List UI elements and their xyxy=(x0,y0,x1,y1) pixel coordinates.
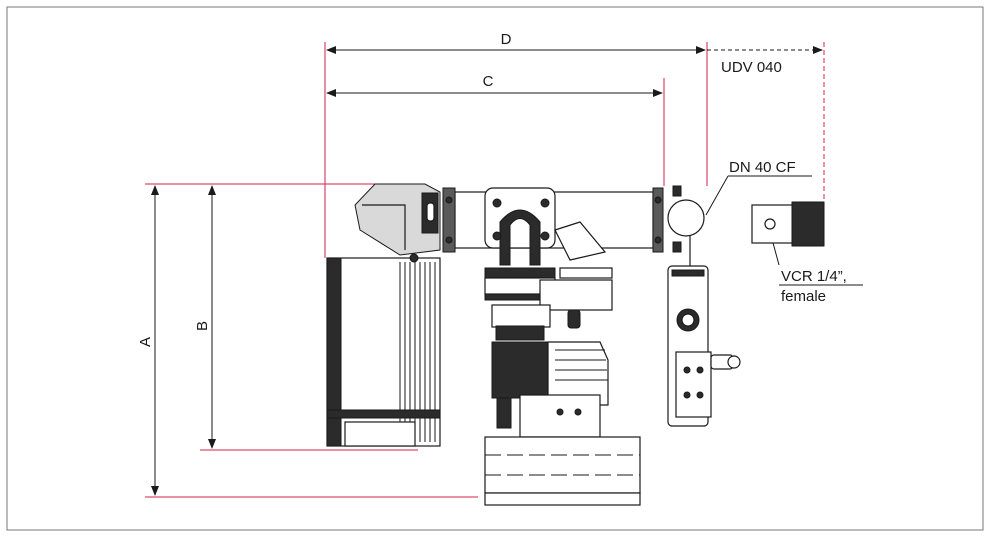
udv-valve-assembly xyxy=(667,185,741,427)
cross-piece-assembly xyxy=(442,187,664,506)
dimension-b-label: B xyxy=(194,321,211,331)
flange-label: DN 40 CF xyxy=(729,159,796,176)
pump-motor-block xyxy=(326,183,441,447)
udv-label: UDV 040 xyxy=(721,59,782,76)
reference-lines xyxy=(145,42,708,498)
dimension-c-label: C xyxy=(483,73,494,90)
dimension-a-label: A xyxy=(137,337,154,347)
dimension-lines xyxy=(151,46,823,496)
drawing-frame xyxy=(6,6,984,531)
vcr-connector xyxy=(751,201,825,247)
flange-leader xyxy=(705,175,729,216)
connector-label-line2: female xyxy=(781,288,826,305)
connector-label-line1: VCR 1/4”, xyxy=(781,268,847,285)
dimension-d-label: D xyxy=(501,31,512,48)
